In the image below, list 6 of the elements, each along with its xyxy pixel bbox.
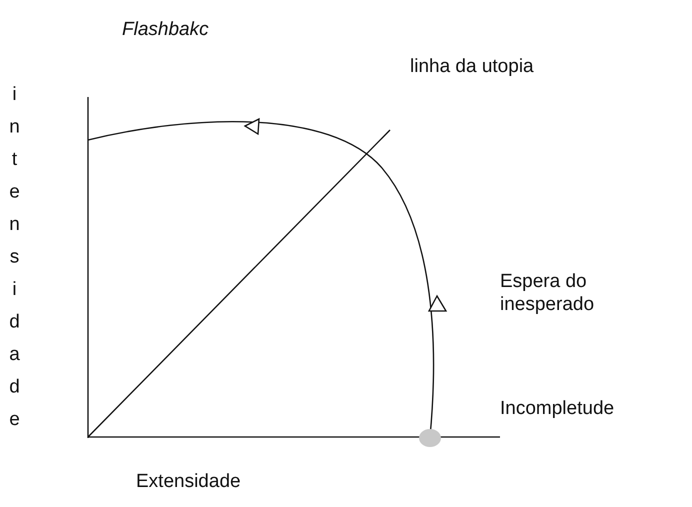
point-label: Incompletude [500, 397, 614, 420]
line-label: linha da utopia [410, 55, 534, 78]
axis-title: intensidade [5, 84, 24, 442]
curve-label: Espera do inesperado [500, 270, 596, 316]
title: Flashbakc [122, 18, 209, 41]
axis-title: Extensidade [136, 470, 241, 493]
